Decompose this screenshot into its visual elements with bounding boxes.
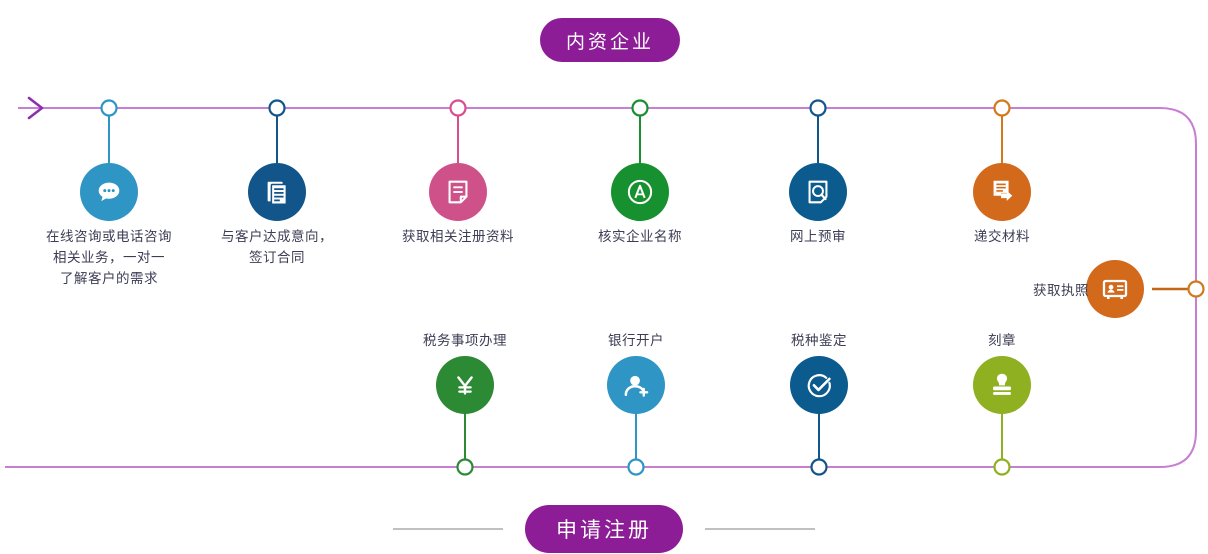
marker-carve-seal[interactable] <box>993 458 1011 476</box>
marker-submit-materials[interactable] <box>993 99 1011 117</box>
check-circle-icon[interactable] <box>790 356 848 414</box>
note-page-icon[interactable] <box>429 163 487 221</box>
step-label-tax-type-assessment: 税种鉴定 <box>791 333 847 348</box>
step-label-online-pre-review: 网上预审 <box>790 229 846 244</box>
yuan-currency-icon[interactable] <box>436 356 494 414</box>
step-label-verify-company-name: 核实企业名称 <box>598 229 682 244</box>
marker-verify-company-name[interactable] <box>631 99 649 117</box>
step-label-get-registration-docs: 获取相关注册资料 <box>402 229 514 244</box>
license-card-icon[interactable] <box>1086 260 1144 318</box>
step-label-sign-contract: 与客户达成意向， 签订合同 <box>221 229 333 265</box>
step-label-tax-matters: 税务事项办理 <box>423 333 507 348</box>
start-arrow-icon <box>27 96 44 120</box>
step-label-bank-account: 银行开户 <box>608 333 664 348</box>
marker-tax-type-assessment[interactable] <box>810 458 828 476</box>
marker-get-registration-docs[interactable] <box>449 99 467 117</box>
document-search-icon[interactable] <box>789 163 847 221</box>
marker-obtain-license[interactable] <box>1187 280 1205 298</box>
marker-bank-account[interactable] <box>627 458 645 476</box>
step-label-carve-seal: 刻章 <box>988 333 1016 348</box>
stamp-icon[interactable] <box>973 356 1031 414</box>
marker-sign-contract[interactable] <box>268 99 286 117</box>
title-badge-top[interactable]: 内资企业 <box>540 18 680 62</box>
chat-bubble-icon[interactable] <box>80 163 138 221</box>
documents-icon[interactable] <box>248 163 306 221</box>
letter-a-circle-icon[interactable] <box>611 163 669 221</box>
marker-tax-matters[interactable] <box>456 458 474 476</box>
step-label-obtain-license: 获取执照 <box>1033 283 1089 298</box>
document-send-icon[interactable] <box>973 163 1031 221</box>
marker-online-pre-review[interactable] <box>809 99 827 117</box>
step-label-submit-materials: 递交材料 <box>974 229 1030 244</box>
step-label-online-consult: 在线咨询或电话咨询 相关业务，一对一 了解客户的需求 <box>46 229 172 286</box>
title-badge-bottom[interactable]: 申请注册 <box>525 505 683 553</box>
add-user-icon[interactable] <box>607 356 665 414</box>
marker-online-consult[interactable] <box>100 99 118 117</box>
